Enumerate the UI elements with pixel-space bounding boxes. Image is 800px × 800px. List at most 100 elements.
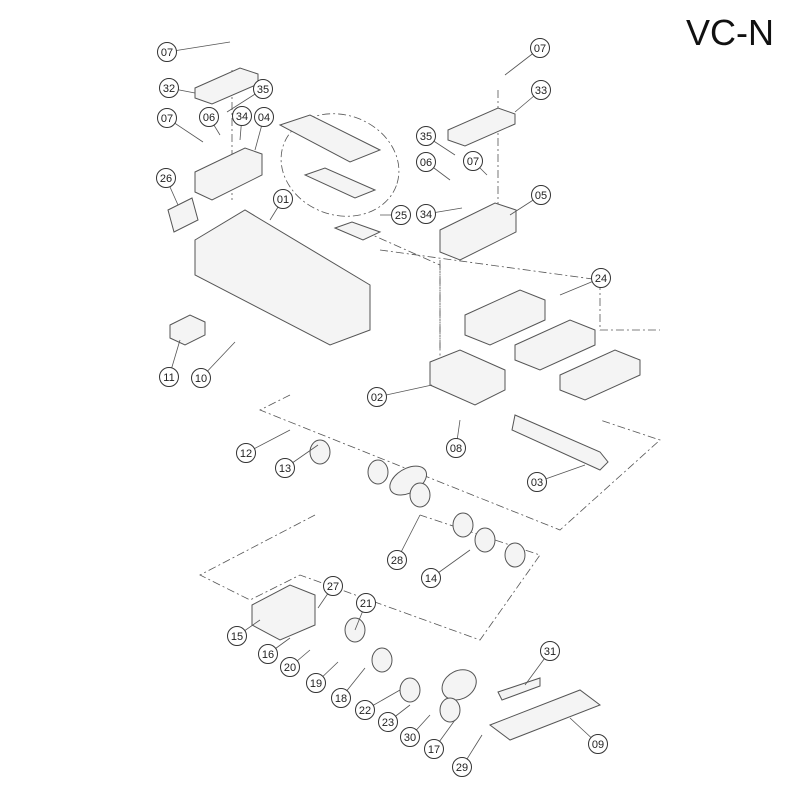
callout-circle — [531, 80, 551, 100]
callout-32: 32 — [159, 78, 196, 98]
jaw-block-04 — [194, 147, 263, 201]
callout-06: 06 — [199, 107, 221, 136]
callout-label: 06 — [420, 157, 432, 169]
callout-circle — [280, 657, 300, 677]
callout-label: 03 — [531, 477, 543, 489]
callout-17: 17 — [424, 719, 456, 759]
callout-circle — [367, 387, 387, 407]
callout-21: 21 — [354, 593, 376, 631]
callout-circle — [387, 550, 407, 570]
callout-11: 11 — [159, 339, 181, 387]
callout-33: 33 — [514, 80, 551, 113]
cover-24c — [559, 349, 641, 401]
jaw-block-05 — [439, 202, 517, 261]
callout-09: 09 — [569, 717, 608, 754]
callout-label: 06 — [203, 112, 215, 124]
round-part — [367, 459, 389, 485]
plate-26 — [167, 197, 199, 233]
callout-label: 34 — [420, 209, 432, 221]
round-part — [371, 647, 393, 673]
callout-35: 35 — [226, 79, 273, 113]
callout-16: 16 — [258, 637, 291, 664]
callout-12: 12 — [236, 429, 291, 463]
callout-circle — [254, 107, 274, 127]
crank-09 — [488, 689, 602, 741]
callout-20: 20 — [280, 649, 311, 677]
callout-label: 07 — [534, 43, 546, 55]
callout-circle — [258, 644, 278, 664]
callout-circle — [159, 78, 179, 98]
cover-24b — [514, 319, 596, 371]
callout-label: 11 — [163, 372, 174, 384]
callout-31: 31 — [524, 641, 560, 686]
callout-label: 20 — [284, 662, 296, 674]
callout-label: 01 — [277, 194, 289, 206]
callout-19: 19 — [306, 661, 339, 693]
callout-circle — [227, 626, 247, 646]
callout-01: 01 — [269, 189, 293, 221]
callout-08: 08 — [446, 419, 466, 458]
callout-label: 09 — [592, 739, 604, 751]
callout-label: 07 — [161, 113, 173, 125]
group-line — [349, 224, 660, 360]
callout-circle — [416, 204, 436, 224]
callout-circle — [463, 151, 483, 171]
callout-circle — [232, 106, 252, 126]
shim-25b — [303, 167, 377, 199]
callout-circle — [253, 79, 273, 99]
callout-circle — [159, 367, 179, 387]
round-part — [439, 697, 461, 723]
callout-24: 24 — [559, 268, 611, 296]
callout-label: 10 — [195, 373, 207, 385]
callout-34: 34 — [416, 204, 463, 224]
callout-07: 07 — [463, 151, 488, 176]
callout-label: 26 — [160, 173, 172, 185]
round-part — [399, 677, 421, 703]
callout-label: 32 — [163, 83, 175, 95]
round-part — [504, 542, 526, 568]
callout-circle — [191, 368, 211, 388]
callout-label: 05 — [535, 190, 547, 202]
leader-line — [166, 41, 231, 53]
callout-label: 18 — [335, 693, 347, 705]
callout-circle — [157, 42, 177, 62]
callout-label: 02 — [371, 392, 383, 404]
callout-circle — [355, 700, 375, 720]
callout-label: 07 — [161, 47, 173, 59]
callout-label: 34 — [236, 111, 248, 123]
callout-05: 05 — [509, 185, 551, 216]
callout-circle — [527, 472, 547, 492]
callout-label: 21 — [360, 598, 372, 610]
callout-circle — [400, 727, 420, 747]
callout-label: 08 — [450, 443, 462, 455]
callout-27: 27 — [317, 576, 343, 609]
group-line — [199, 514, 541, 641]
callout-07: 07 — [157, 108, 204, 143]
callout-label: 29 — [456, 762, 468, 774]
callout-label: 22 — [359, 705, 371, 717]
callout-circle — [416, 152, 436, 172]
callout-label: 31 — [544, 646, 556, 658]
callout-circle — [530, 38, 550, 58]
callout-26: 26 — [156, 168, 179, 206]
callout-34: 34 — [232, 106, 252, 141]
callout-circle — [591, 268, 611, 288]
callout-15: 15 — [227, 619, 261, 646]
callout-label: 35 — [257, 84, 269, 96]
callout-35: 35 — [416, 126, 456, 156]
shim-25c — [333, 221, 382, 241]
callout-30: 30 — [400, 714, 431, 747]
callout-label: 27 — [327, 581, 339, 593]
diagram-title: VC-N — [686, 12, 774, 53]
bracket-15 — [251, 584, 316, 641]
callout-circle — [356, 593, 376, 613]
callout-28: 28 — [387, 514, 421, 570]
screw-03 — [511, 414, 609, 471]
callout-circle — [275, 458, 295, 478]
callout-04: 04 — [254, 107, 274, 151]
callout-18: 18 — [331, 667, 366, 708]
round-part — [409, 482, 431, 508]
callout-02: 02 — [367, 384, 433, 407]
callout-label: 23 — [382, 717, 394, 729]
